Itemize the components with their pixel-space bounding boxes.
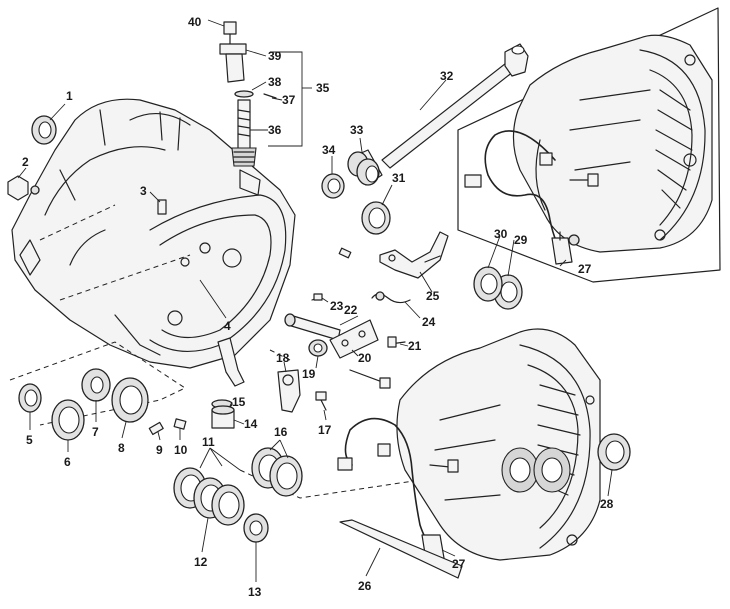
callout-2: 2	[22, 155, 29, 169]
pin-small	[338, 247, 352, 259]
callout-16: 16	[274, 425, 288, 439]
callout-30: 30	[494, 227, 508, 241]
callout-5: 5	[26, 433, 33, 447]
oil-seal-28	[597, 433, 631, 471]
plug-2	[7, 175, 40, 201]
main-bolt	[429, 459, 459, 473]
callout-29: 29	[514, 233, 528, 247]
callout-24: 24	[422, 315, 436, 329]
inset-wiring-harness	[464, 130, 566, 256]
callout-35: 35	[316, 81, 330, 95]
pin-9	[148, 421, 164, 436]
callout-25: 25	[426, 289, 440, 303]
shift-boot	[347, 149, 383, 186]
callout-3: 3	[140, 184, 147, 198]
callout-32: 32	[440, 69, 454, 83]
seal-8	[111, 377, 149, 423]
transmission-case	[396, 328, 601, 561]
callout-6: 6	[64, 455, 71, 469]
seal-5	[18, 383, 42, 413]
callout-31: 31	[392, 171, 406, 185]
callout-20: 20	[358, 351, 372, 365]
callout-9: 9	[156, 443, 163, 457]
pin-10	[173, 418, 187, 430]
callout-10: 10	[174, 443, 188, 457]
callout-4: 4	[224, 319, 231, 333]
harness-bracket	[379, 231, 449, 279]
seal-6	[51, 399, 85, 441]
leader-lines	[17, 19, 613, 582]
oil-seal-34	[321, 173, 345, 199]
inset-transmission-housing	[512, 34, 713, 253]
callout-21: 21	[408, 339, 422, 353]
callout-40: 40	[188, 15, 202, 29]
bolt-17	[315, 391, 327, 411]
oil-filter-14	[211, 405, 235, 429]
shift-lever-18	[277, 369, 301, 413]
oil-seal-1	[31, 115, 57, 145]
callout-7: 7	[92, 425, 99, 439]
callout-27-main: 27	[452, 557, 466, 571]
callout-18: 18	[276, 351, 290, 365]
callout-33: 33	[350, 123, 364, 137]
callout-36: 36	[268, 123, 282, 137]
bolt-21	[349, 336, 406, 389]
oil-seal-30	[473, 266, 503, 302]
callout-11: 11	[202, 435, 215, 449]
callout-23: 23	[330, 299, 344, 313]
callout-22: 22	[344, 303, 358, 317]
callout-15: 15	[232, 395, 246, 409]
cover-plate-26	[339, 519, 463, 579]
main-wiring-harness	[337, 417, 433, 549]
callout-39: 39	[268, 49, 282, 63]
speedometer-sensor-assembly	[219, 21, 277, 167]
pin-23	[311, 293, 323, 301]
callout-26: 26	[358, 579, 372, 593]
bracket-35	[268, 51, 312, 147]
callout-28: 28	[600, 497, 614, 511]
seal-16	[251, 447, 303, 497]
bearing-7	[81, 368, 111, 402]
inset-speed-sensor	[551, 231, 573, 265]
detent-lever	[217, 337, 245, 387]
callout-37: 37	[282, 93, 296, 107]
callout-38: 38	[268, 75, 282, 89]
shift-rod	[381, 43, 529, 169]
inset-washer	[568, 234, 580, 246]
callout-14: 14	[244, 417, 258, 431]
callout-17: 17	[318, 423, 332, 437]
inset-bolt	[569, 173, 599, 187]
callout-13: 13	[248, 585, 262, 599]
callout-labels: 1 2 3 4 5 6 7 8 9 10 11 12 13 14 15 16 1…	[22, 15, 614, 599]
clip-24	[371, 291, 411, 304]
pin-3	[157, 199, 167, 215]
bushing-19	[308, 339, 328, 357]
callout-34: 34	[322, 143, 336, 157]
seal-13	[243, 513, 269, 543]
callout-19: 19	[302, 367, 316, 381]
seal-12	[193, 477, 245, 526]
callout-8: 8	[118, 441, 125, 455]
callout-27-inset: 27	[578, 262, 592, 276]
shift-shaft-22	[284, 313, 341, 341]
callout-12: 12	[194, 555, 208, 569]
clutch-housing	[11, 98, 296, 369]
oil-seal-31	[361, 201, 391, 235]
callout-1: 1	[66, 89, 73, 103]
plate-20	[329, 319, 379, 359]
inset-frame	[457, 7, 721, 283]
